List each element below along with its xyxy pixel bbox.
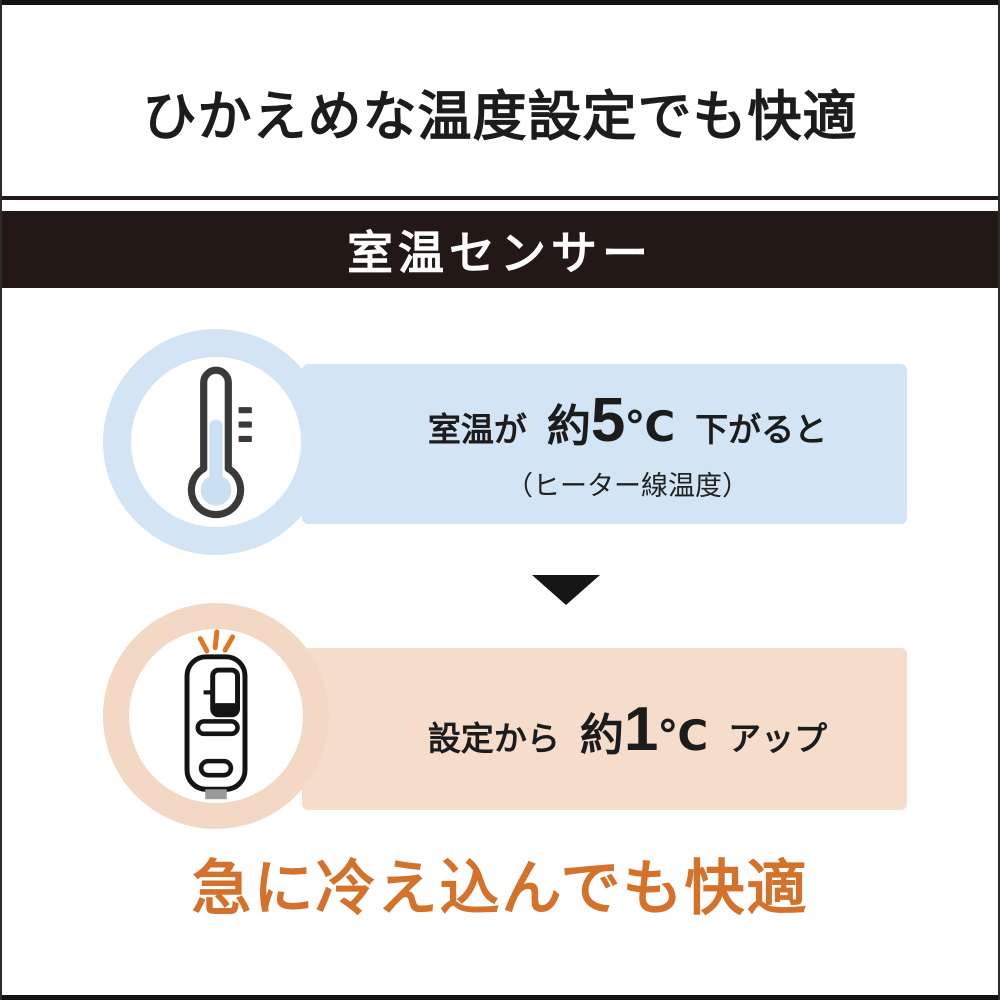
down-arrow-icon [532, 575, 600, 605]
temp-up-text: 設定から 約 1 ℃ アップ [428, 694, 827, 765]
footer-headline: 急に冷え込んでも快適 [191, 855, 809, 922]
thermometer-badge [103, 329, 329, 555]
temp-up-post: アップ [728, 719, 828, 757]
controller-badge [103, 603, 329, 829]
temp-drop-value: 5 [590, 386, 625, 455]
temp-up-band: 設定から 約 1 ℃ アップ [302, 648, 907, 810]
page-title: ひかえめな温度設定でも快適 [142, 87, 858, 147]
temp-up-approx: 約 [579, 710, 624, 760]
controller-icon [184, 629, 248, 800]
temp-drop-post: 下がると [695, 411, 828, 448]
temp-drop-approx: 約 [546, 402, 591, 451]
bottom-border [2, 995, 998, 1000]
section-banner: 室温センサー [2, 211, 998, 288]
temp-up-value: 1 [623, 694, 658, 764]
temp-drop-pre: 室温が [427, 411, 527, 448]
divider-rule [2, 196, 998, 200]
thermometer-icon [187, 366, 252, 519]
temp-drop-text: 室温が 約 5 ℃ 下がると [428, 385, 827, 456]
temp-drop-note: （ヒーター線温度） [506, 471, 749, 501]
temp-drop-band: 室温が 約 5 ℃ 下がると （ヒーター線温度） [302, 364, 907, 524]
temp-up-unit: ℃ [657, 711, 709, 759]
temp-drop-unit: ℃ [624, 403, 676, 450]
section-banner-label: 室温センサー [347, 226, 653, 279]
temp-up-pre: 設定から [427, 719, 560, 757]
top-border [2, 0, 998, 5]
